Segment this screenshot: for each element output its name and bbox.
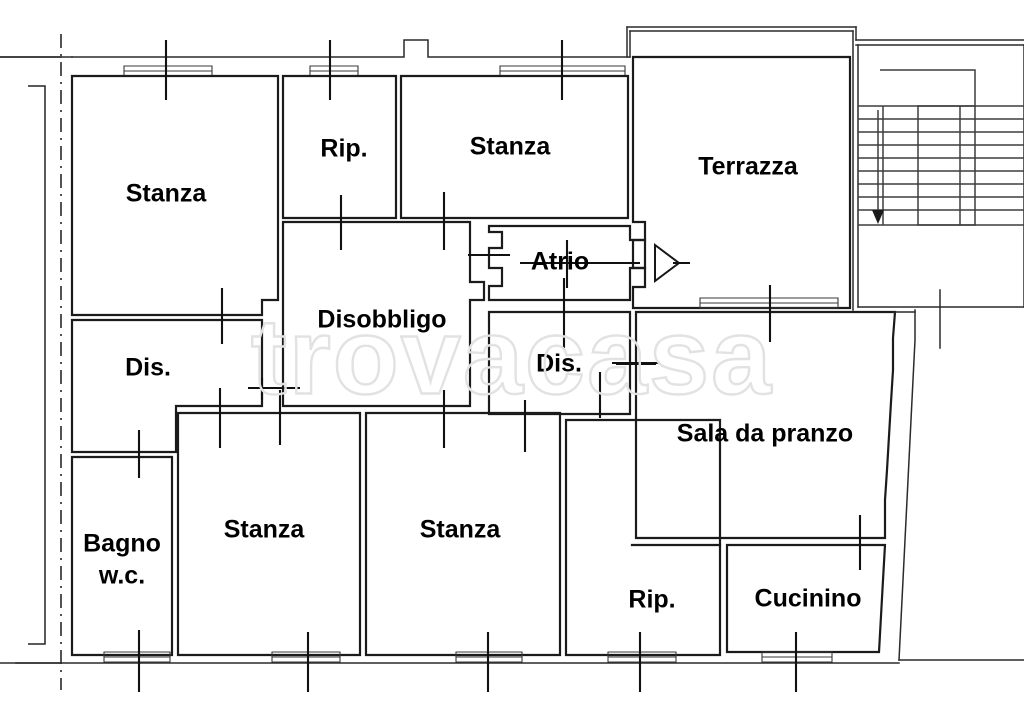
room-outline-stanza-3	[176, 411, 362, 657]
label-wc: w.c.	[98, 562, 145, 590]
room-outline-disimpegno-2	[487, 310, 632, 416]
room-outline-ripostiglio-1	[281, 74, 398, 220]
label-stanza-4: Stanza	[420, 516, 502, 544]
room-outline-disimpegno-1	[70, 318, 264, 454]
window-bottom-2	[271, 651, 341, 663]
left-outer-wall	[0, 56, 62, 664]
room-outline-stanza-4	[364, 411, 562, 657]
window-bottom-4	[607, 651, 677, 663]
room-outline-disobbligo	[281, 220, 486, 408]
window-bottom-1	[103, 651, 171, 663]
label-disimpegno-2: Dis.	[536, 350, 582, 378]
window-top-2	[309, 65, 359, 77]
label-stanza-3: Stanza	[224, 516, 306, 544]
label-ripostiglio-2: Rip.	[628, 586, 675, 614]
room-outline-stanza-2	[399, 74, 630, 220]
label-stanza-2: Stanza	[470, 133, 552, 161]
right-outer-wall	[892, 289, 1024, 661]
window-top-1	[123, 65, 213, 77]
room-outline-sala-da-pranzo	[634, 310, 897, 540]
label-cucinino: Cucinino	[755, 585, 862, 613]
entrance-door-icon	[520, 243, 690, 283]
room-outline-ripostiglio-2	[564, 418, 722, 657]
label-atrio: Atrio	[531, 248, 589, 276]
room-outline-stanza-1	[70, 74, 280, 317]
dimension-bracket-left	[28, 85, 46, 645]
room-outline-atrio	[487, 224, 647, 302]
room-labels: Stanza Rip. Stanza Terrazza Atrio Disobb…	[83, 133, 861, 614]
label-ripostiglio-1: Rip.	[320, 135, 367, 163]
top-outer-wall-group	[0, 26, 1024, 311]
label-disobbligo: Disobbligo	[317, 306, 446, 334]
staircase	[857, 44, 1024, 308]
label-stanza-1: Stanza	[126, 180, 208, 208]
label-bagno: Bagno	[83, 530, 161, 558]
label-disimpegno-1: Dis.	[125, 354, 171, 382]
label-sala-da-pranzo: Sala da pranzo	[677, 420, 853, 448]
label-terrazza: Terrazza	[698, 153, 799, 181]
axis-tick-marks	[137, 40, 862, 692]
room-outline-cucinino	[725, 543, 887, 654]
